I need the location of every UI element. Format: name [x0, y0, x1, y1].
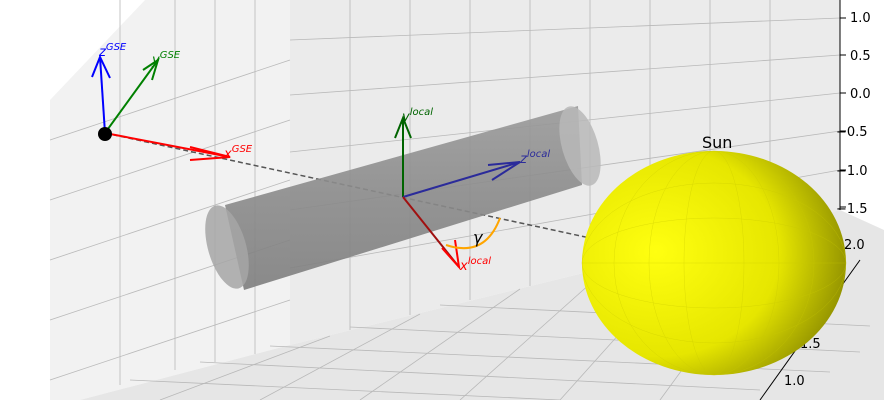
origin-point [98, 127, 112, 141]
sun-mesh [581, 150, 847, 376]
tick-label: −0.5 [836, 125, 868, 140]
cylinder-end-near [205, 205, 249, 289]
sun-label: Sun [702, 133, 732, 152]
x-local-arrowhead [441, 239, 461, 271]
tick-label: −1.0 [836, 164, 868, 179]
y-gse-arrow [104, 59, 159, 134]
tick-label: 0.5 [850, 49, 871, 64]
cylinder-end-far [559, 106, 601, 186]
y-gse-label: yGSE [151, 50, 181, 68]
z-gse-arrow [99, 56, 106, 134]
x-gse-label: xGSE [223, 144, 253, 162]
y-local-arrowhead [394, 115, 412, 139]
right-axis: 1.0 0.5 0.0 −0.5 −1.0 −1.5 2.0 [836, 0, 871, 253]
x-local-label: xlocal [459, 256, 491, 274]
gamma-label: γ [473, 228, 484, 247]
tick-label: 0.0 [850, 87, 871, 102]
z-gse-arrowhead [91, 54, 111, 79]
y-local-label: ylocal [401, 107, 433, 125]
sun: Sun [581, 133, 847, 376]
x-gse-arrow [104, 132, 231, 158]
tick-label: −1.5 [836, 202, 868, 217]
gse-axes: zGSE yGSE xGSE [91, 42, 253, 162]
tick-label: 1.0 [784, 374, 805, 389]
z-local-label: zlocal [519, 149, 550, 167]
y-gse-arrowhead [142, 57, 160, 81]
tick-label: 1.0 [850, 11, 871, 26]
gamma-arc [445, 217, 501, 250]
z-local-arrow [402, 161, 521, 198]
z-gse-label: zGSE [98, 42, 127, 60]
local-axes: ylocal zlocal xlocal γ [394, 107, 550, 274]
x-gse-arrowhead [189, 146, 231, 161]
z-local-arrowhead [487, 161, 521, 181]
tick-label: 2.0 [844, 238, 865, 253]
